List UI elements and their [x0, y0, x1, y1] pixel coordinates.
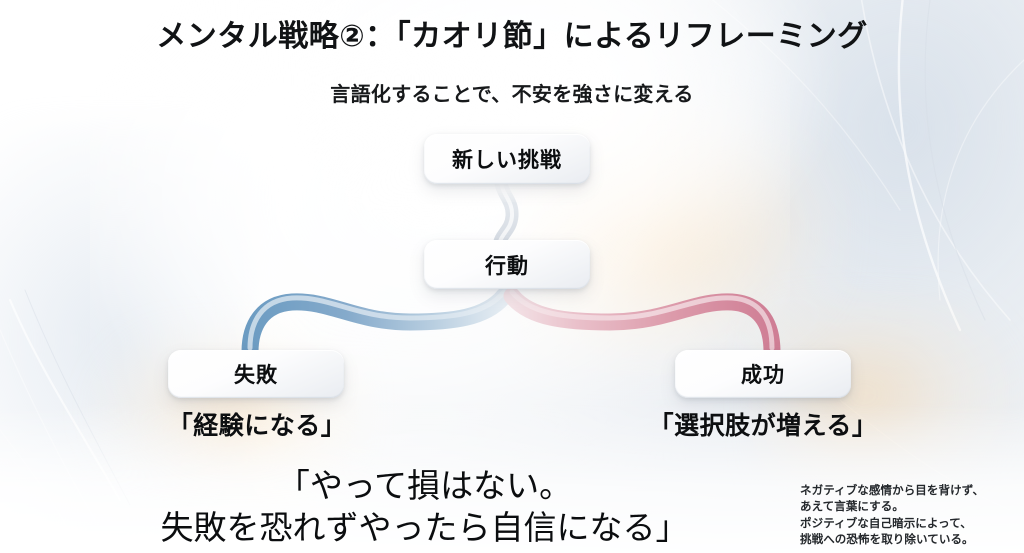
node-success-label: 成功 — [741, 364, 785, 387]
page-title: メンタル戦略②：「カオリ節」によるリフレーミング — [156, 20, 868, 53]
caption-success: 「選択肢が増える」 — [648, 412, 878, 440]
connector-challenge-to-action — [492, 171, 519, 257]
closing-quote-line2: 失敗を恐れずやったら自信になる」 — [160, 511, 689, 548]
annotation-line-1: ネガティブな感情から目を背けず、 — [800, 485, 985, 497]
node-new-challenge-label: 新しい挑戦 — [452, 149, 562, 172]
page-subtitle: 言語化することで、不安を強さに変える — [330, 84, 694, 106]
annotation-line-4: 挑戦への恐怖を取り除いている。 — [800, 533, 974, 546]
node-new-challenge: 新しい挑戦 — [424, 134, 590, 184]
node-action: 行動 — [424, 240, 590, 289]
connector-action-to-failure — [241, 287, 513, 361]
node-action-label: 行動 — [485, 254, 529, 278]
annotation-note: ネガティブな感情から目を背けず、 あえて言葉にする。 ポジティブな自己暗示によっ… — [800, 483, 1020, 548]
connector-action-to-success — [503, 287, 781, 361]
background-bottom-fade — [0, 403, 1024, 553]
closing-quote: 「やって損はない。 失敗を恐れずやったら自信になる」 — [40, 466, 809, 550]
closing-quote-line1: 「やって損はない。 — [276, 469, 573, 505]
node-failure-label: 失敗 — [234, 364, 278, 387]
annotation-line-3: ポジティブな自己暗示によって、 — [800, 517, 972, 530]
node-success: 成功 — [675, 350, 851, 398]
node-failure: 失敗 — [168, 350, 344, 398]
annotation-line-2: あえて言葉にする。 — [800, 501, 904, 514]
caption-failure: 「経験になる」 — [167, 412, 347, 440]
